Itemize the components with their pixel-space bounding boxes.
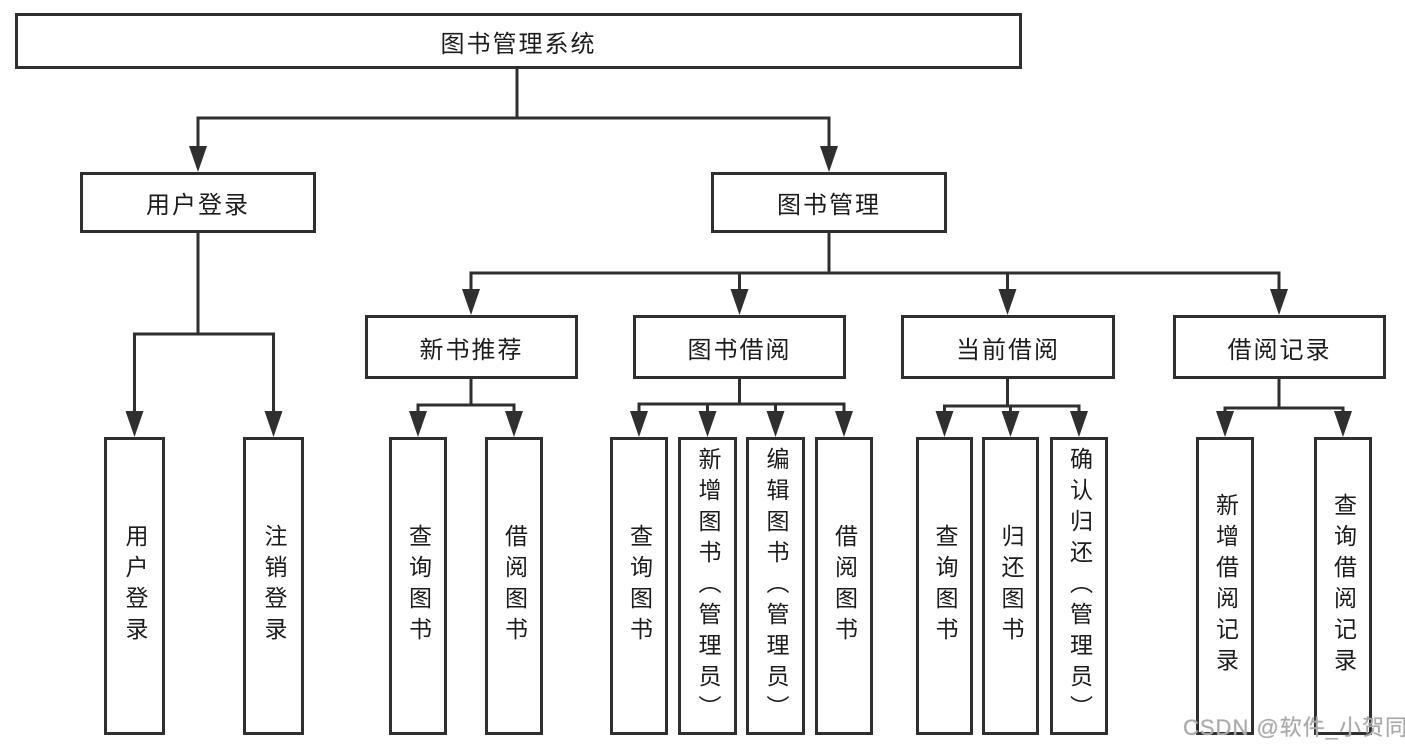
node-book-borrow-label: 图书借阅: [687, 336, 792, 364]
leaf-label: 查询图书: [932, 524, 958, 648]
leaf-add-borrow-record: 新增借阅记录: [1196, 437, 1254, 735]
node-user-login: 用户登录: [80, 172, 316, 233]
node-current-borrow: 当前借阅: [901, 315, 1115, 379]
node-borrow-records-label: 借阅记录: [1227, 336, 1332, 364]
leaf-label: 注销登录: [261, 524, 287, 648]
leaf-query-books-1: 查询图书: [389, 437, 447, 735]
leaf-user-login: 用户登录: [104, 437, 165, 735]
node-new-book-rec-label: 新书推荐: [419, 336, 524, 364]
node-user-login-label: 用户登录: [146, 192, 250, 219]
leaf-query-books-2: 查询图书: [610, 437, 668, 735]
leaf-query-books-3: 查询图书: [916, 437, 973, 735]
leaf-borrow-books-2: 借阅图书: [815, 437, 873, 735]
node-book-mgmt-label: 图书管理: [777, 192, 881, 219]
leaf-edit-books-admin: 编辑图书（管理员）: [746, 437, 805, 735]
node-root: 图书管理系统: [15, 13, 1022, 69]
node-borrow-records: 借阅记录: [1173, 315, 1386, 379]
leaf-label: 查询借阅记录: [1330, 493, 1357, 679]
leaf-label: 新增借阅记录: [1212, 493, 1239, 679]
leaf-label: 查询图书: [405, 524, 432, 648]
leaf-confirm-return-admin: 确认归还（管理员）: [1050, 437, 1108, 735]
leaf-label: 借阅图书: [831, 524, 858, 648]
leaf-label: 归还图书: [998, 524, 1024, 648]
leaf-logout: 注销登录: [243, 437, 304, 735]
node-root-label: 图书管理系统: [440, 30, 597, 58]
leaf-label: 查询图书: [626, 524, 653, 648]
leaf-label: 借阅图书: [501, 524, 528, 648]
node-new-book-rec: 新书推荐: [365, 315, 578, 379]
leaf-label: 确认归还（管理员）: [1066, 446, 1093, 726]
csdn-watermark: CSDN @软件_小贺同学: [1183, 715, 1405, 740]
node-book-borrow: 图书借阅: [633, 315, 846, 379]
leaf-label: 编辑图书（管理员）: [763, 446, 789, 726]
node-book-mgmt: 图书管理: [711, 172, 947, 233]
leaf-query-borrow-record: 查询借阅记录: [1314, 437, 1372, 735]
leaf-add-books-admin: 新增图书（管理员）: [678, 437, 737, 735]
leaf-return-books: 归还图书: [982, 437, 1039, 735]
node-current-borrow-label: 当前借阅: [956, 336, 1060, 364]
leaf-borrow-books-1: 借阅图书: [485, 437, 543, 735]
leaf-label: 用户登录: [122, 524, 148, 648]
leaf-label: 新增图书（管理员）: [695, 446, 721, 726]
